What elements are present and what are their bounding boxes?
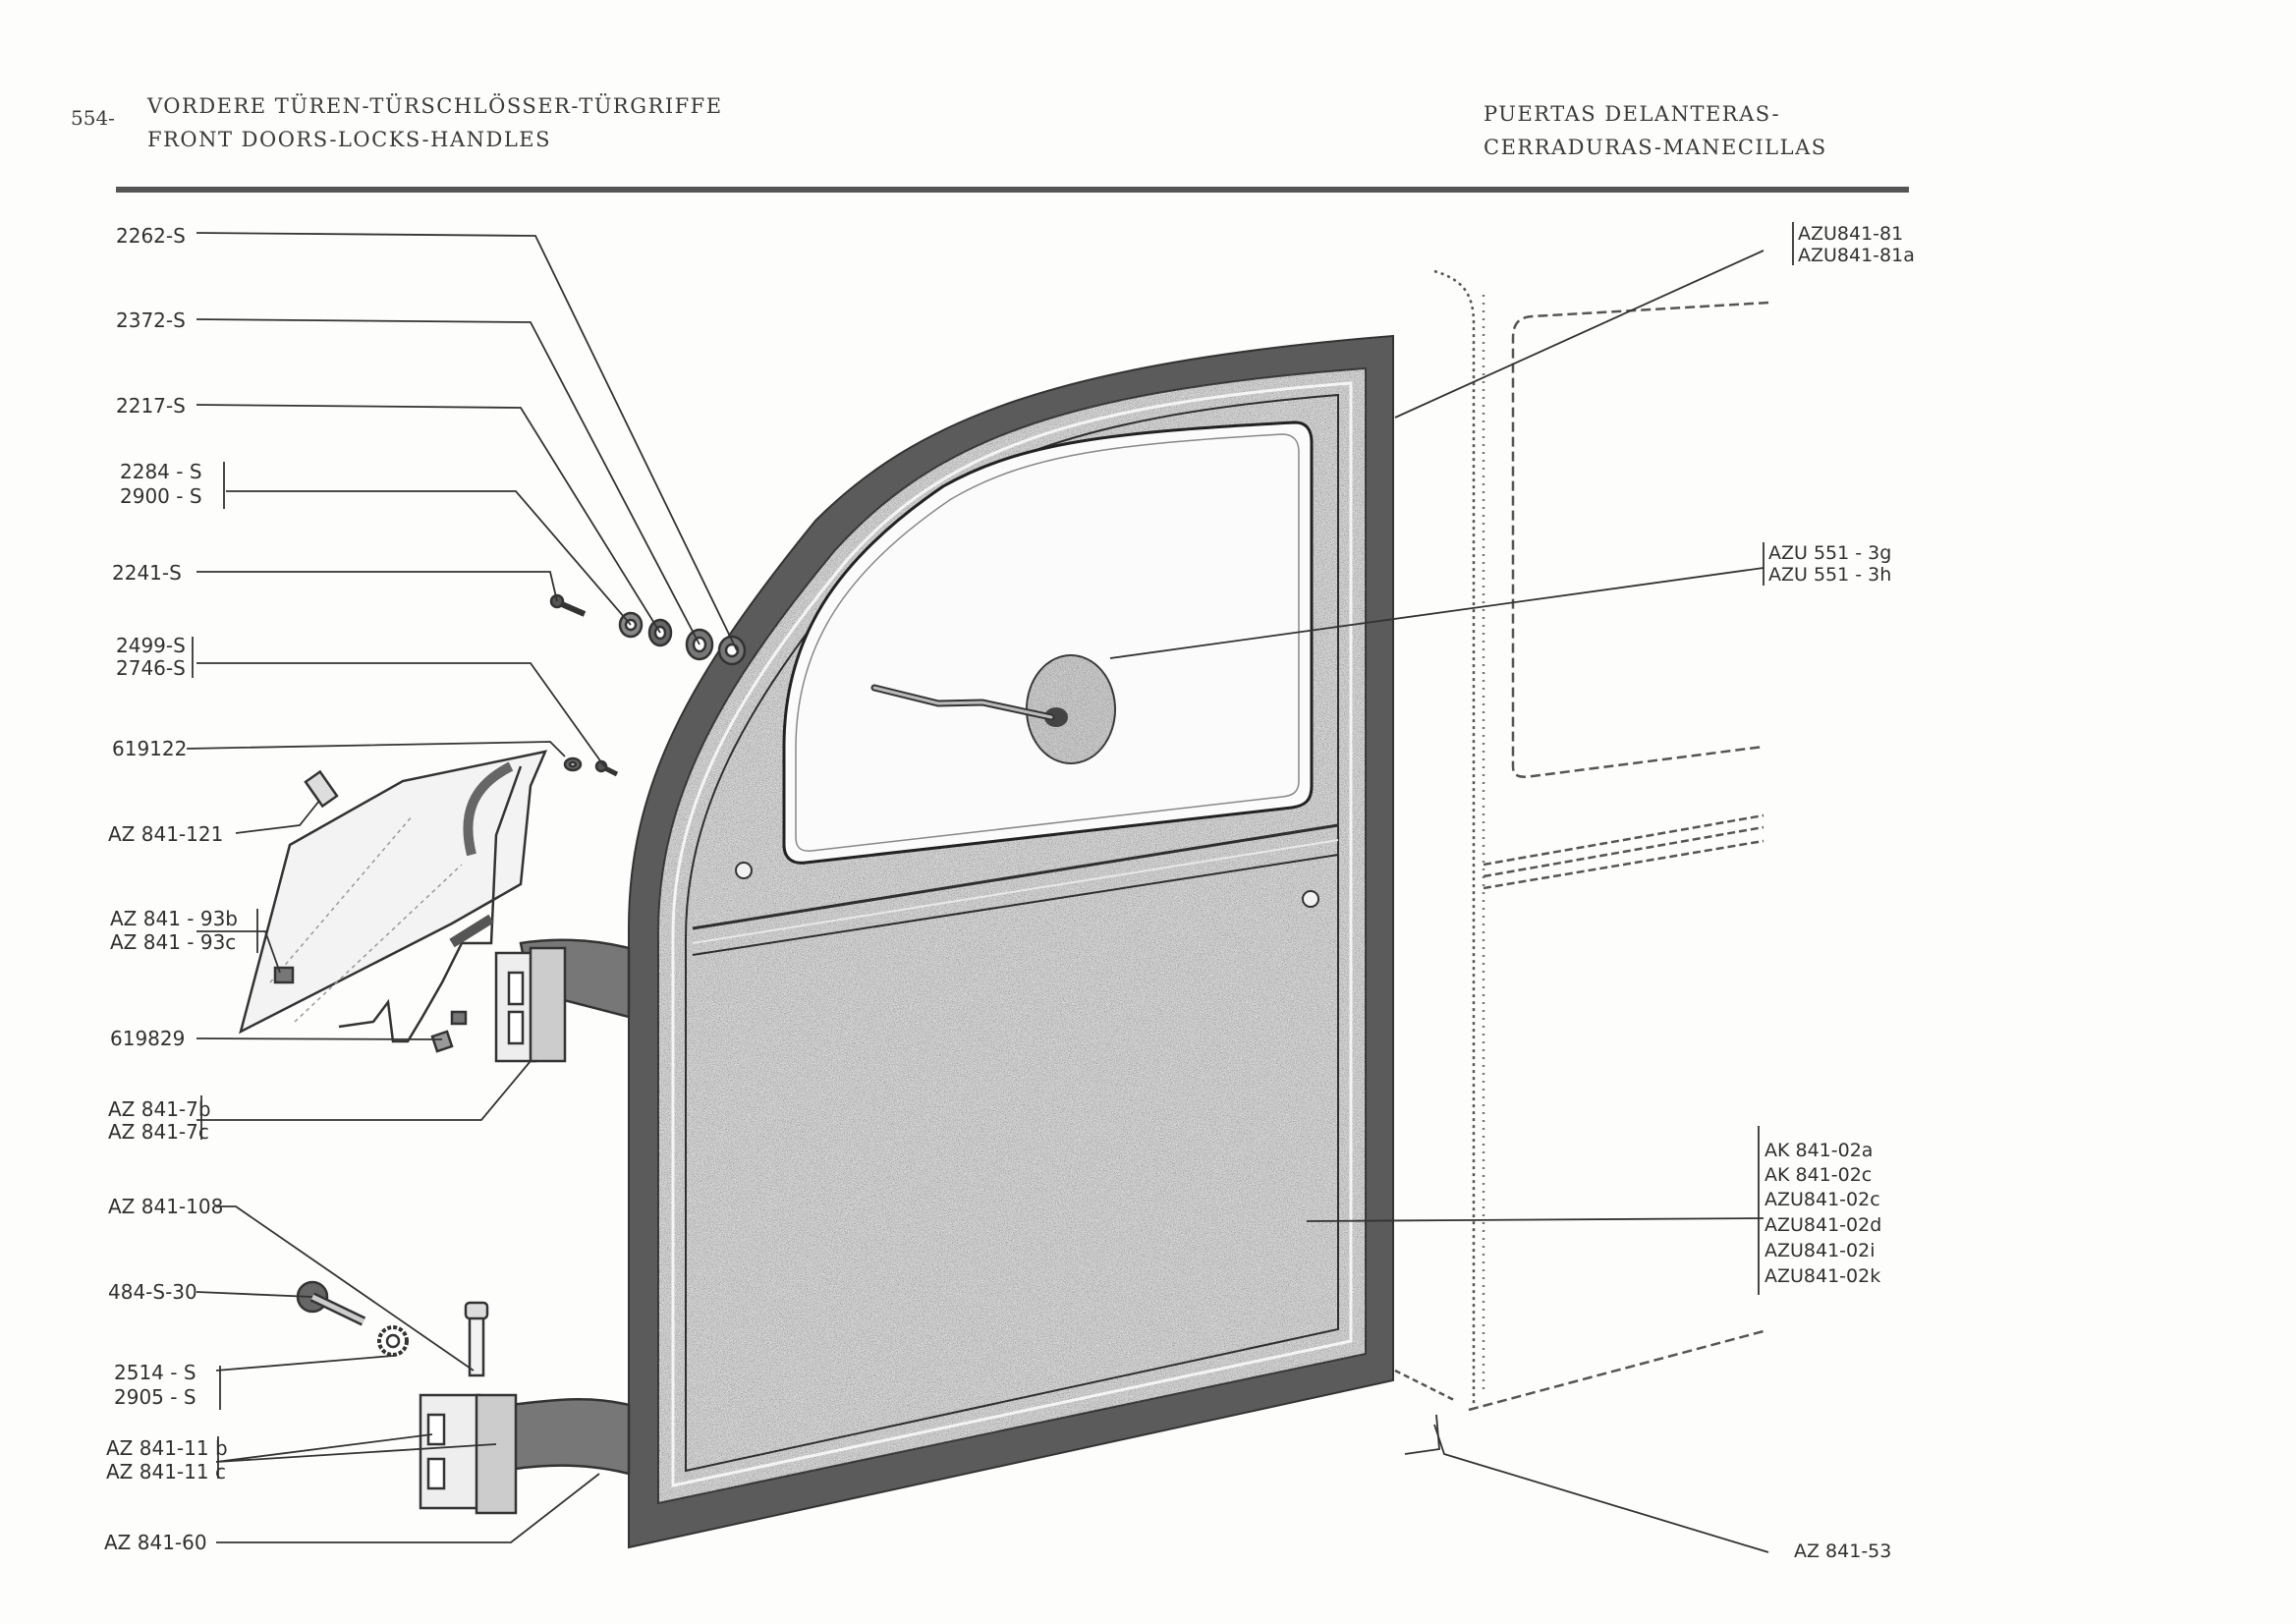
- title-german: VORDERE TÜREN-TÜRSCHLÖSSER-TÜRGRIFFE: [147, 94, 723, 118]
- label-2905-s: 2905 - S: [114, 1385, 196, 1409]
- car-body-outline: [1394, 269, 1769, 1412]
- label-2241-s: 2241-S: [112, 561, 182, 585]
- label-azu841-81: AZU841-81: [1798, 223, 1904, 245]
- label-az-841-108: AZ 841-108: [108, 1195, 224, 1218]
- title-spanish-line1: PUERTAS DELANTERAS-: [1484, 102, 1781, 126]
- label-az-841-60: AZ 841-60: [104, 1531, 207, 1554]
- label-484-s-30: 484-S-30: [108, 1280, 197, 1304]
- label-az-841-7c: AZ 841-7c: [108, 1120, 209, 1144]
- label-az-841-11c: AZ 841-11 c: [106, 1460, 226, 1484]
- label-azu841-02d: AZU841-02d: [1764, 1214, 1882, 1236]
- label-619829: 619829: [110, 1027, 186, 1050]
- header-rule: [116, 187, 1909, 193]
- label-azu551-3g: AZU 551 - 3g: [1768, 542, 1892, 564]
- label-azu841-81a: AZU841-81a: [1798, 245, 1915, 266]
- label-2900-s: 2900 - S: [120, 484, 202, 508]
- label-azu841-02i: AZU841-02i: [1764, 1240, 1876, 1261]
- label-azu551-3h: AZU 551 - 3h: [1768, 564, 1892, 586]
- label-az-841-121: AZ 841-121: [108, 822, 224, 846]
- label-azu841-02c: AZU841-02c: [1764, 1189, 1880, 1210]
- label-ak841-02a: AK 841-02a: [1764, 1140, 1874, 1161]
- label-2284-s: 2284 - S: [120, 460, 202, 483]
- label-2514-s: 2514 - S: [114, 1361, 196, 1384]
- leader-lines: [186, 232, 1769, 1553]
- label-619122: 619122: [112, 737, 188, 760]
- label-az-841-93b: AZ 841 - 93b: [110, 907, 238, 930]
- label-azu841-02k: AZU841-02k: [1764, 1265, 1881, 1287]
- label-az-841-53: AZ 841-53: [1794, 1540, 1892, 1562]
- label-2217-s: 2217-S: [116, 394, 186, 418]
- label-2262-s: 2262-S: [116, 224, 186, 248]
- door-panel: [628, 334, 1394, 1549]
- upper-hinge: [430, 938, 631, 1063]
- label-2372-s: 2372-S: [116, 308, 186, 332]
- lower-hinge: [296, 1280, 631, 1515]
- label-az-841-11b: AZ 841-11 b: [106, 1436, 228, 1460]
- label-2746-s: 2746-S: [116, 656, 186, 680]
- label-az-841-93c: AZ 841 - 93c: [110, 930, 237, 954]
- page-number: 554-: [71, 106, 115, 130]
- title-english: FRONT DOORS-LOCKS-HANDLES: [147, 128, 552, 151]
- label-ak841-02c: AK 841-02c: [1764, 1164, 1873, 1186]
- label-2499-s: 2499-S: [116, 634, 186, 657]
- title-spanish-line2: CERRADURAS-MANECILLAS: [1484, 136, 1827, 159]
- label-brackets: [192, 222, 1794, 1479]
- window-regulator-assembly: [239, 750, 548, 1043]
- label-az-841-7b: AZ 841-7b: [108, 1097, 211, 1121]
